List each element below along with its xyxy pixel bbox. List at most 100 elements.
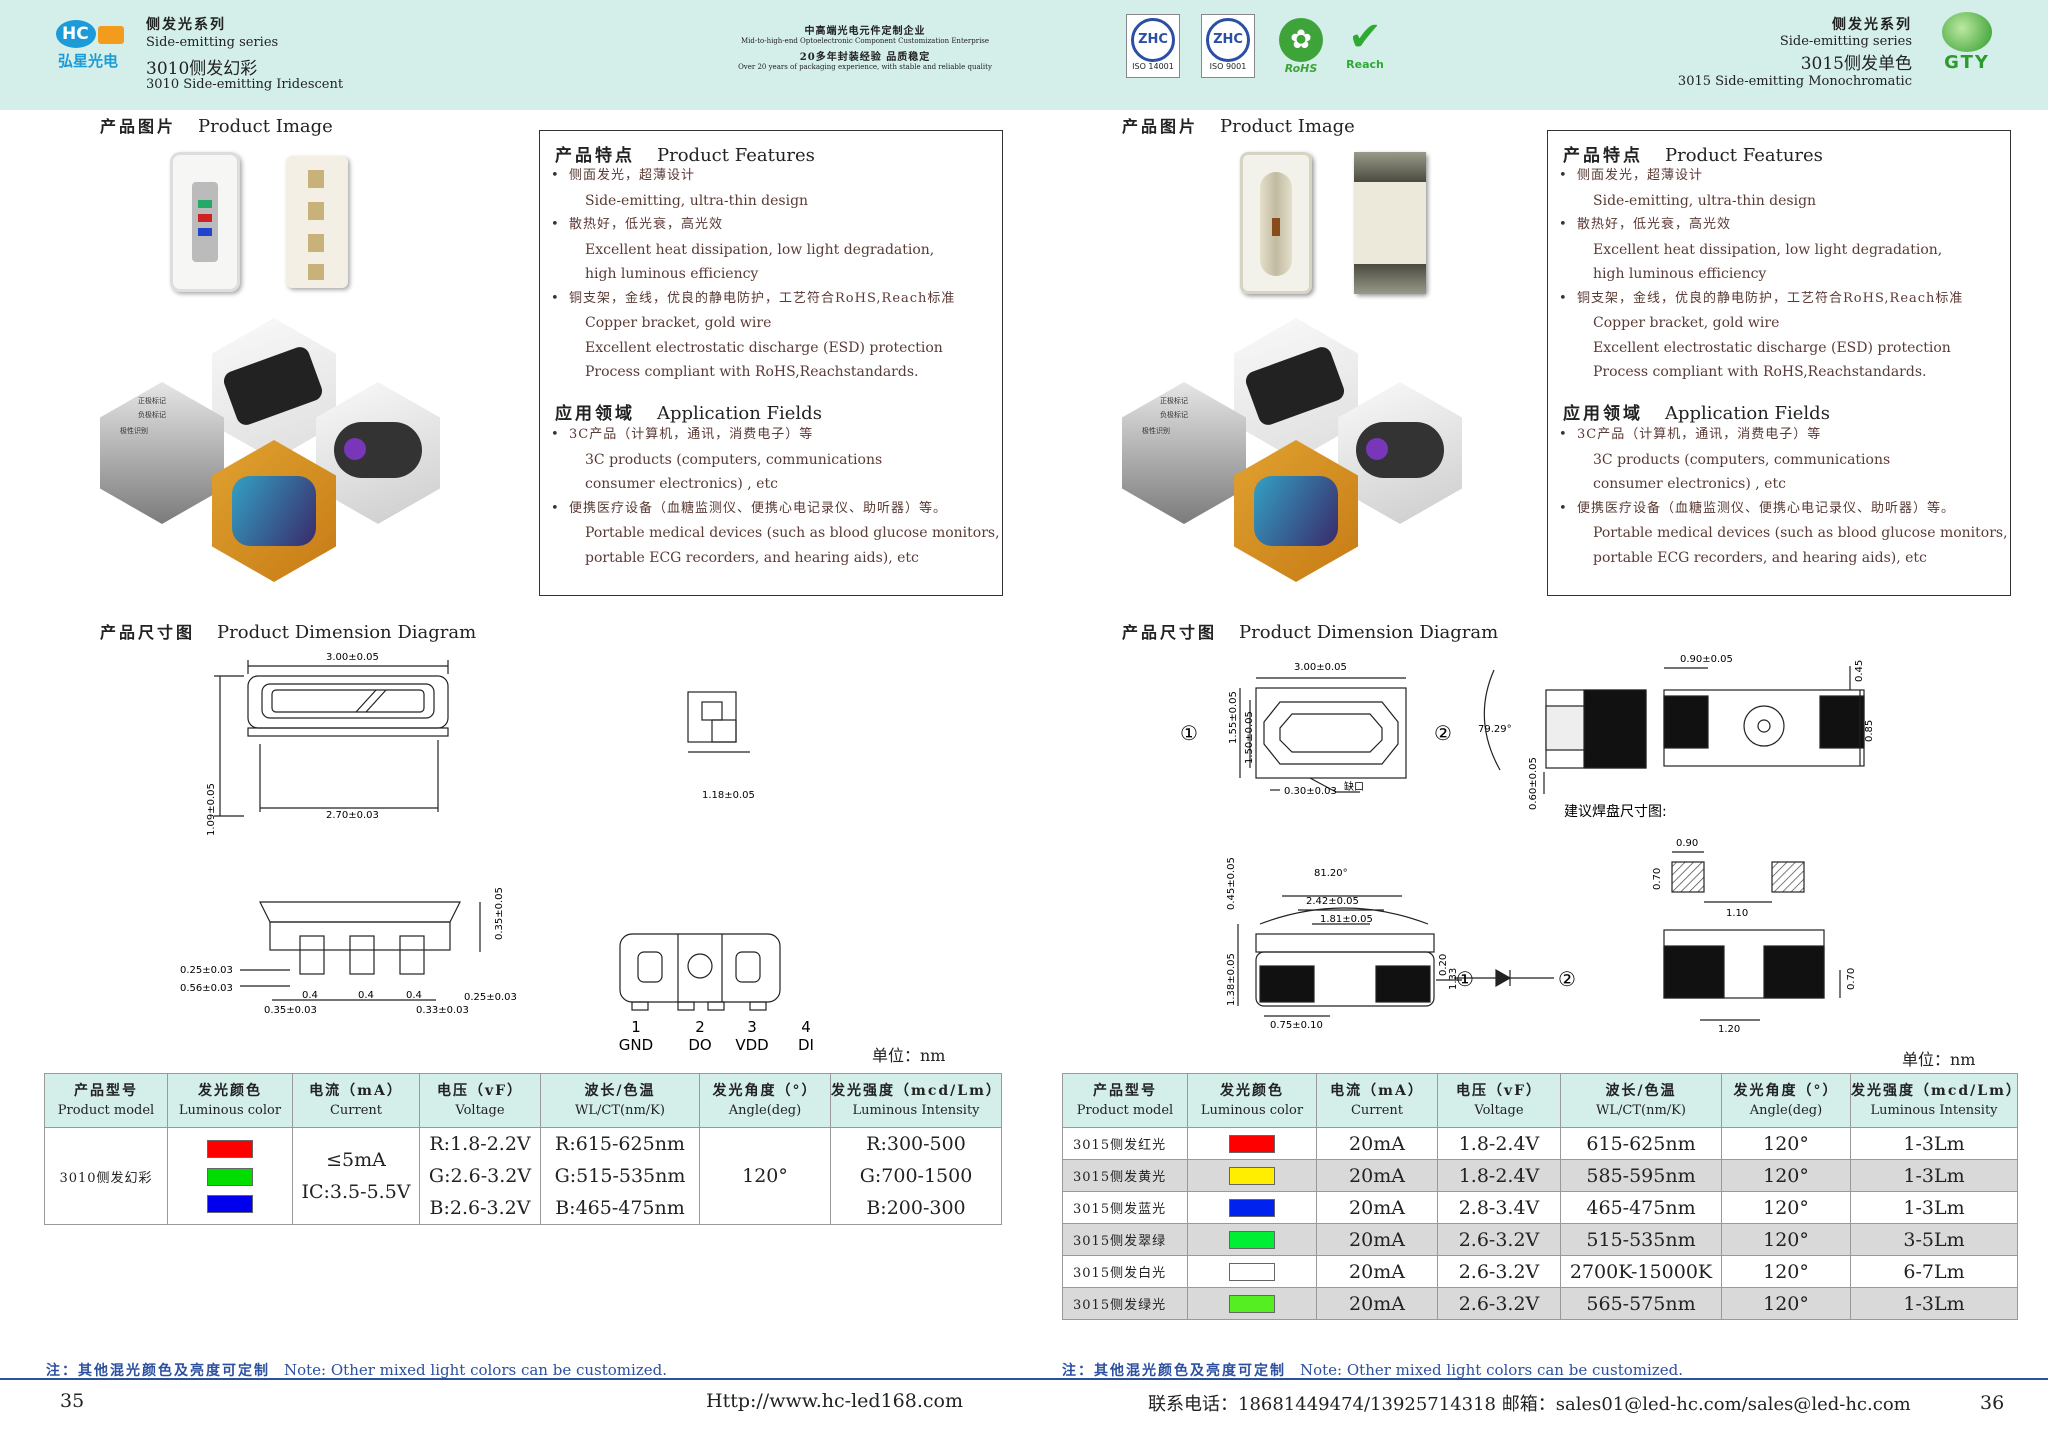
iso14001-badge: ZHC ISO 14001 xyxy=(1126,14,1180,78)
list-item: portable ECG recorders, and hearing aids… xyxy=(1593,549,1927,566)
color-swatch xyxy=(1229,1231,1275,1250)
swatch-blue xyxy=(207,1195,253,1214)
website-link[interactable]: Http://www.hc-led168.com xyxy=(706,1390,963,1412)
rohs-label: RoHS xyxy=(1284,62,1318,75)
list-item: 便携医疗设备（血糖监测仪、便携心电记录仪、助听器）等。 xyxy=(569,497,1000,522)
col-current: 电流（mA）Current xyxy=(292,1073,420,1128)
list-item: 侧面发光，超薄设计 xyxy=(1577,164,1963,189)
dim-060: 0.60±0.05 xyxy=(1528,757,1539,810)
list-item: Side-emitting, ultra-thin design xyxy=(585,192,809,209)
cell-wl: 465-475nm xyxy=(1560,1191,1722,1224)
list-item: Copper bracket, gold wire xyxy=(585,315,772,331)
cell-angle: 120° xyxy=(1721,1287,1851,1320)
right-product-cn: 3015侧发单色 xyxy=(1800,54,1912,74)
cell-model: 3015侧发翠绿 xyxy=(1062,1223,1188,1256)
dim-035b: 0.35±0.03 xyxy=(264,1005,317,1016)
cell-angle: 120° xyxy=(1721,1255,1851,1288)
circled-2b: ② xyxy=(1558,967,1576,991)
pad-120: 1.20 xyxy=(1718,1024,1740,1035)
leaf-icon: ✿ xyxy=(1279,18,1323,62)
page-header xyxy=(0,0,2048,110)
dim-150: 1.50±0.05 xyxy=(1244,711,1255,764)
cell-angle: 120° xyxy=(1721,1159,1851,1192)
footer-divider xyxy=(0,1378,2048,1380)
pin-1-num: 1 xyxy=(631,1018,641,1036)
hex-label-1: 正极标记 xyxy=(1160,397,1188,405)
cell-color xyxy=(1187,1223,1317,1256)
col-angle: 发光角度（°）Angle(deg) xyxy=(1721,1073,1851,1128)
cell-color xyxy=(1187,1287,1317,1320)
dim-030: 0.30±0.03 xyxy=(1284,786,1337,797)
dim-angle: 79.29° xyxy=(1478,724,1512,735)
cell-model: 3015侧发黄光 xyxy=(1062,1159,1188,1192)
pin-1-label: GND xyxy=(619,1036,653,1054)
color-swatch xyxy=(1229,1199,1275,1218)
col-intensity: 发光强度（mcd/Lm）Luminous Intensity xyxy=(1850,1073,2020,1128)
color-swatch xyxy=(1229,1167,1275,1186)
col-angle: 发光角度（°）Angle(deg) xyxy=(699,1073,831,1128)
cell-color xyxy=(1187,1255,1317,1288)
list-item: Process compliant with RoHS,Reachstandar… xyxy=(1593,364,1927,380)
right-series-cn: 侧发光系列 xyxy=(1832,17,1912,33)
cell-voltage: 2.8-3.4V xyxy=(1437,1191,1561,1224)
cell-lum: 1-3Lm xyxy=(1850,1191,2018,1224)
pad-090: 0.90 xyxy=(1676,838,1698,849)
dim-090: 0.90±0.05 xyxy=(1680,654,1733,665)
checkmark-icon: ✔ xyxy=(1348,14,1382,60)
cell-wl: 515-535nm xyxy=(1560,1223,1722,1256)
cell-lum: 6-7Lm xyxy=(1850,1255,2018,1288)
list-item: portable ECG recorders, and hearing aids… xyxy=(585,549,919,566)
cell-voltage: 2.6-3.2V xyxy=(1437,1287,1561,1320)
gty-logo: GTY xyxy=(1932,12,2002,74)
cell-angle: 120° xyxy=(1721,1223,1851,1256)
circled-2: ② xyxy=(1434,721,1452,745)
cell-angle: 120° xyxy=(699,1127,831,1225)
application-collage-right: 正极标记 负极标记 极性识别 xyxy=(1122,318,1462,582)
cell-current: 20mA xyxy=(1316,1223,1438,1256)
list-item: 3C产品（计算机，通讯，消费电子）等 xyxy=(1577,423,2008,448)
hex-label-3: 极性识别 xyxy=(120,427,148,435)
dim-035: 0.35±0.05 xyxy=(494,887,505,940)
cell-model: 3015侧发红光 xyxy=(1062,1127,1188,1160)
dim-side: 1.18±0.05 xyxy=(702,790,755,801)
dim-133: 1.33 xyxy=(1448,968,1459,990)
dim-8120: 81.20° xyxy=(1314,868,1348,879)
dim-045b: 0.45±0.05 xyxy=(1226,857,1237,910)
rohs-badge: ✿ RoHS xyxy=(1276,18,1326,75)
cell-wl: 615-625nm xyxy=(1560,1127,1722,1160)
list-item: 散热好，低光衰，高光效 xyxy=(569,213,955,238)
gty-logo-text: GTY xyxy=(1944,52,1990,73)
iso9001-badge: ZHC ISO 9001 xyxy=(1201,14,1255,78)
list-item: Excellent electrostatic discharge (ESD) … xyxy=(1593,339,1951,356)
hc-logo: HC xyxy=(56,16,126,54)
tagline-4: Over 20 years of packaging experience, w… xyxy=(738,63,992,71)
col-current: 电流（mA）Current xyxy=(1316,1073,1438,1128)
circled-1b: ① xyxy=(1456,967,1474,991)
cell-voltage: 1.8-2.4V xyxy=(1437,1127,1561,1160)
brand-name: 弘星光电 xyxy=(58,52,119,70)
cell-current: 20mA xyxy=(1316,1255,1438,1288)
reach-badge: ✔ Reach xyxy=(1340,16,1390,74)
pin-2-label: DO xyxy=(688,1036,711,1054)
left-series-cn: 侧发光系列 xyxy=(146,17,226,33)
dim-020: 0.20 xyxy=(1438,954,1449,976)
dim-242: 2.42±0.05 xyxy=(1306,896,1359,907)
right-product-en: 3015 Side-emitting Monochromatic xyxy=(1677,74,1912,89)
cell-lum: 1-3Lm xyxy=(1850,1159,2018,1192)
reach-label: Reach xyxy=(1346,58,1384,71)
list-item: 散热好，低光衰，高光效 xyxy=(1577,213,1963,238)
